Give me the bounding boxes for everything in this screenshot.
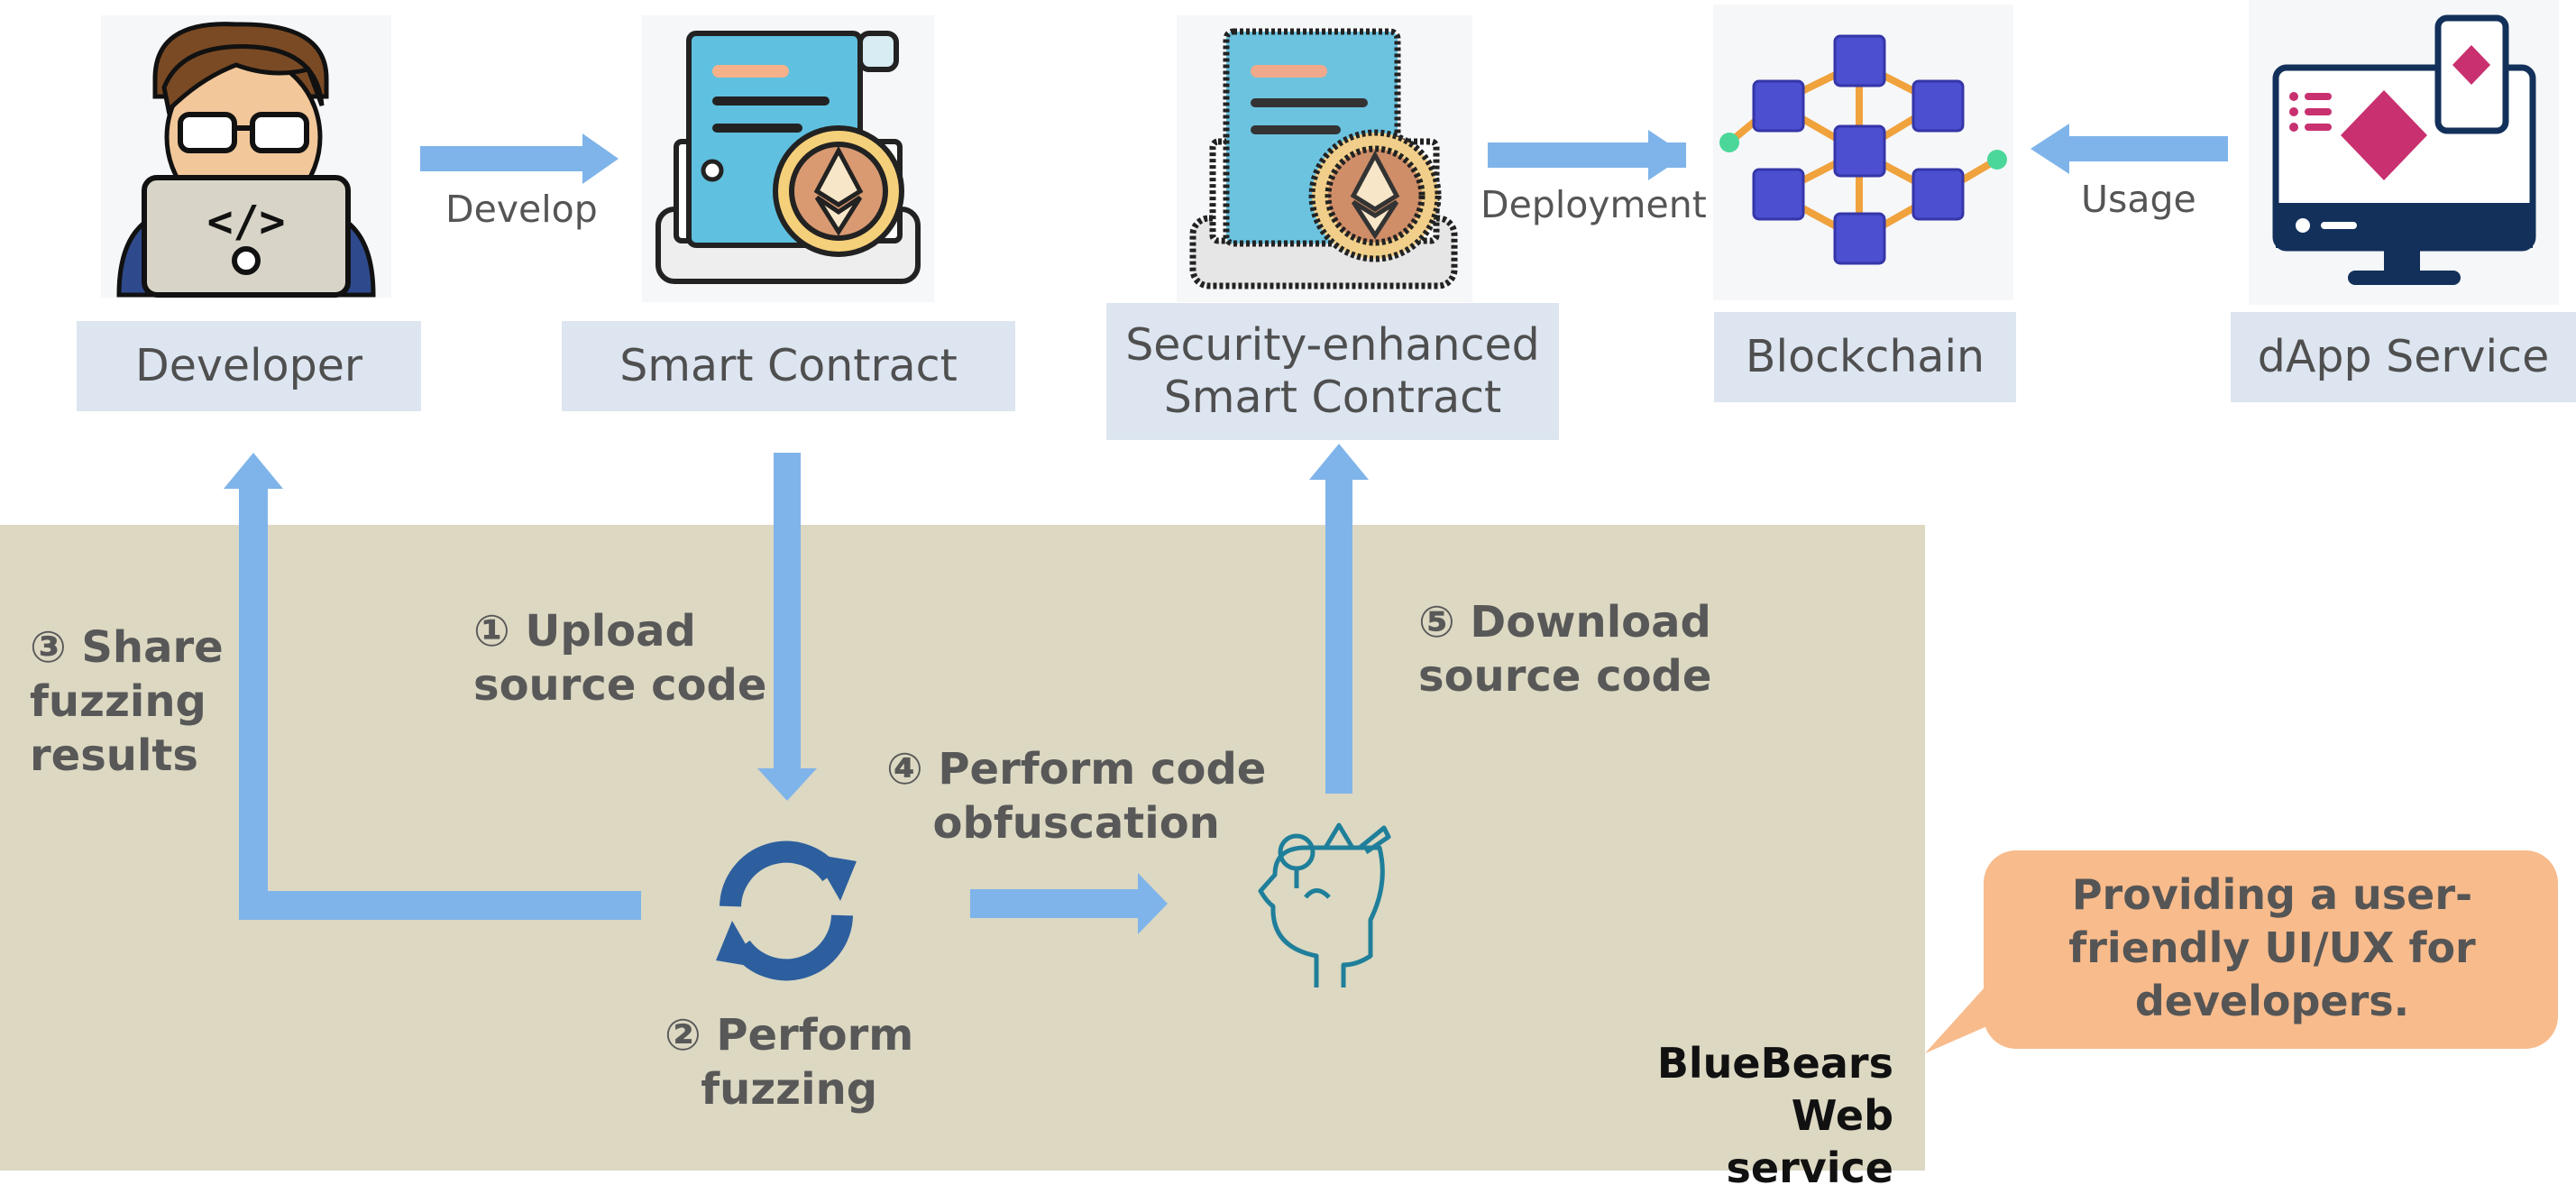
usage-arrow	[2031, 124, 2228, 174]
contract-icon	[642, 15, 934, 302]
step-obfuscation: ④ Perform code obfuscation	[886, 744, 1267, 849]
smart-contract-label: Smart Contract	[619, 340, 958, 392]
obfuscation-arrow	[970, 873, 1168, 934]
dapp-label: dApp Service	[2257, 331, 2550, 383]
step-share: ③ Share fuzzing results	[30, 622, 224, 781]
secure-contract-label: Security-enhanced Smart Contract	[1125, 319, 1540, 423]
smart-contract-node: Smart Contract	[562, 321, 1015, 411]
blockchain-label: Blockchain	[1745, 331, 1985, 383]
brain-tools-icon	[1258, 822, 1391, 987]
step-download: ⑤ Download source code	[1418, 597, 1712, 702]
secure-contract-node: Security-enhanced Smart Contract	[1106, 303, 1559, 440]
edge-develop: Develop	[445, 188, 598, 231]
step-upload: ① Upload source code	[473, 606, 767, 711]
dapp-icon	[2249, 0, 2559, 305]
callout-box	[1984, 850, 2558, 1049]
bluebears-service-panel	[0, 525, 1925, 1171]
share-arrow	[224, 453, 641, 920]
dapp-node: dApp Service	[2231, 312, 2576, 402]
sync-icon	[716, 840, 857, 981]
developer-label: Developer	[134, 340, 362, 392]
callout-text: Providing a user- friendly UI/UX for dev…	[2068, 869, 2476, 1025]
developer-node: Developer	[77, 321, 421, 411]
blockchain-node: Blockchain	[1714, 312, 2016, 402]
upload-arrow	[757, 453, 817, 801]
svg-text:</>: </>	[207, 197, 286, 247]
develop-arrow	[420, 133, 619, 184]
step-fuzzing: ② Perform fuzzing	[665, 1010, 914, 1115]
deployment-arrow	[1488, 130, 1686, 180]
download-arrow	[1309, 444, 1369, 794]
blockchain-icon	[1713, 5, 2013, 300]
developer-icon: </>	[101, 15, 391, 298]
secure-contract-icon	[1177, 15, 1472, 302]
edge-deployment: Deployment	[1481, 183, 1707, 226]
edge-usage: Usage	[2081, 178, 2196, 221]
